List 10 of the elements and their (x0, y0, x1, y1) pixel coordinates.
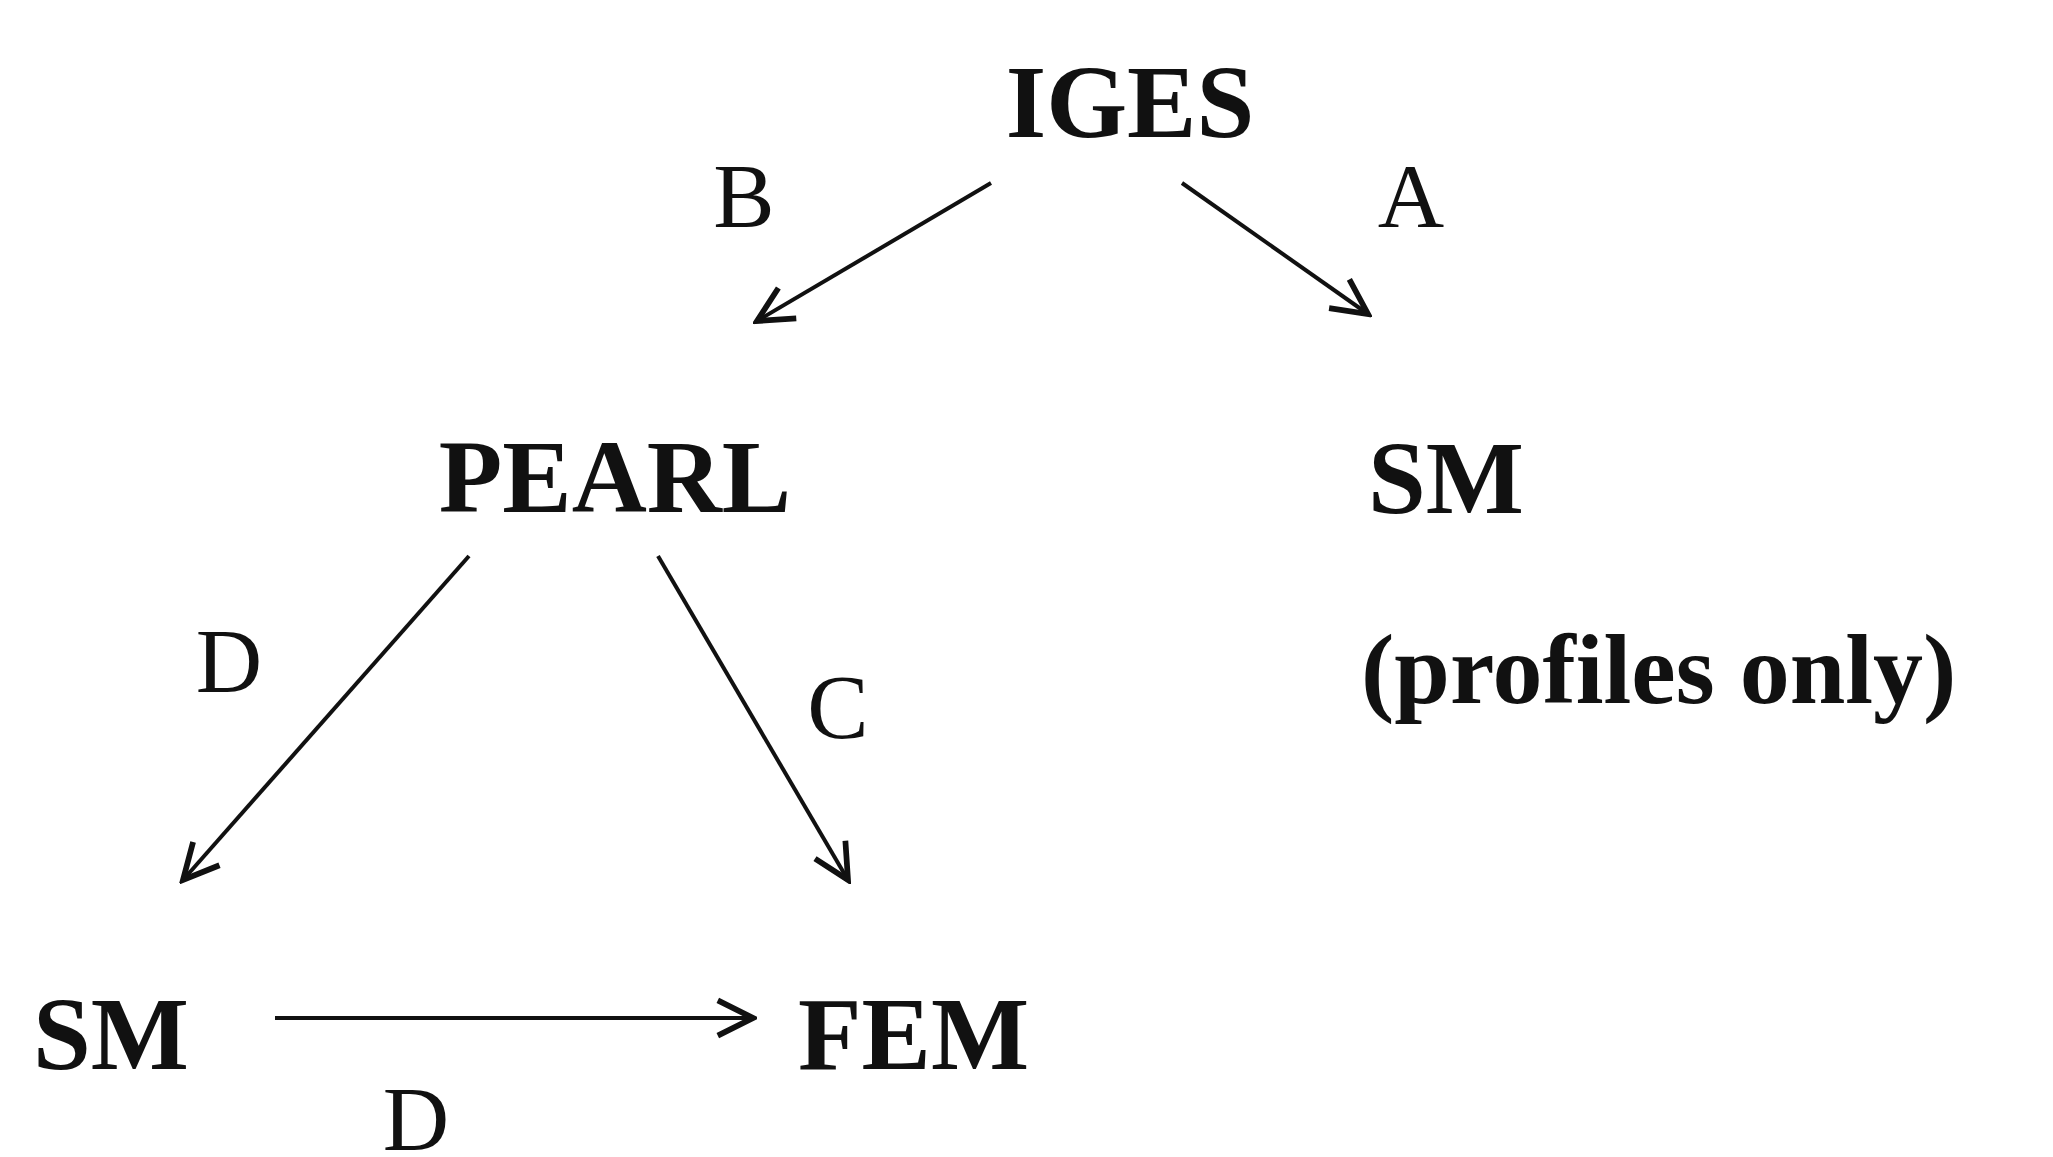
node-label: SM (33, 982, 189, 1086)
arrow (275, 997, 756, 1039)
arrow (1180, 181, 1371, 317)
node-label: SM (1368, 426, 1524, 530)
arrow (754, 181, 992, 324)
node-label: IGES (1005, 50, 1255, 154)
node-label: PEARL (438, 425, 792, 529)
arrow (656, 555, 851, 883)
node-label: FEM (798, 982, 1030, 1086)
arrow (180, 554, 471, 883)
